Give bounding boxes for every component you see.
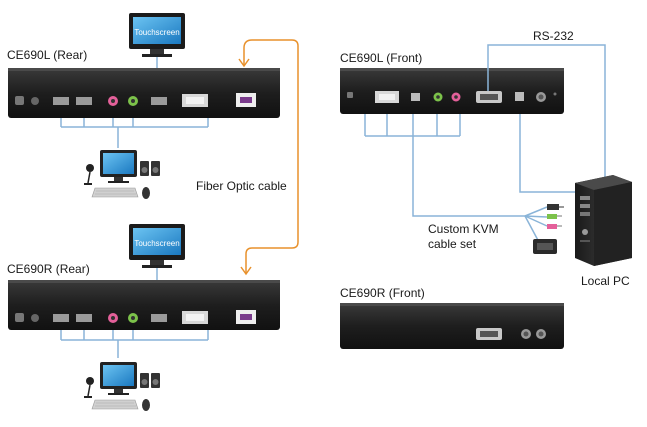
touchscreen-icon xyxy=(129,13,185,57)
ce690r-rear-device xyxy=(8,280,280,330)
mouse-icon xyxy=(142,399,150,411)
touchscreen-label-top: Touchscreen xyxy=(134,28,179,37)
ce690l-front-label: CE690L (Front) xyxy=(340,51,423,65)
ce690r-rear-label: CE690R (Rear) xyxy=(7,262,90,276)
fiber-optic-label: Fiber Optic cable xyxy=(196,179,287,193)
ce690l-front-device xyxy=(340,68,564,114)
fiber-optic-cable xyxy=(238,39,299,276)
speakers-icon xyxy=(140,161,160,176)
monitor-icon xyxy=(100,150,137,183)
microphone-icon xyxy=(84,377,94,398)
ce690r-front-device xyxy=(340,303,564,349)
custom-kvm-cable-set xyxy=(524,204,564,254)
tower-pc-icon xyxy=(575,175,632,266)
local-pc-label: Local PC xyxy=(581,274,630,288)
touchscreen-icon xyxy=(129,224,185,268)
ce690r-front-label: CE690R (Front) xyxy=(340,286,425,300)
monitor-icon xyxy=(100,362,137,395)
microphone-icon xyxy=(84,164,94,185)
speakers-icon xyxy=(140,373,160,388)
custom-kvm-label-line1: Custom KVM xyxy=(428,222,499,236)
keyboard-icon xyxy=(91,187,139,198)
ce690l-rear-device xyxy=(8,68,280,118)
mouse-icon xyxy=(142,187,150,199)
custom-kvm-label-line2: cable set xyxy=(428,237,477,251)
touchscreen-label-bottom: Touchscreen xyxy=(134,239,179,248)
keyboard-icon xyxy=(91,399,139,410)
rs232-label: RS-232 xyxy=(533,29,574,43)
ce690l-rear-label: CE690L (Rear) xyxy=(7,48,88,62)
